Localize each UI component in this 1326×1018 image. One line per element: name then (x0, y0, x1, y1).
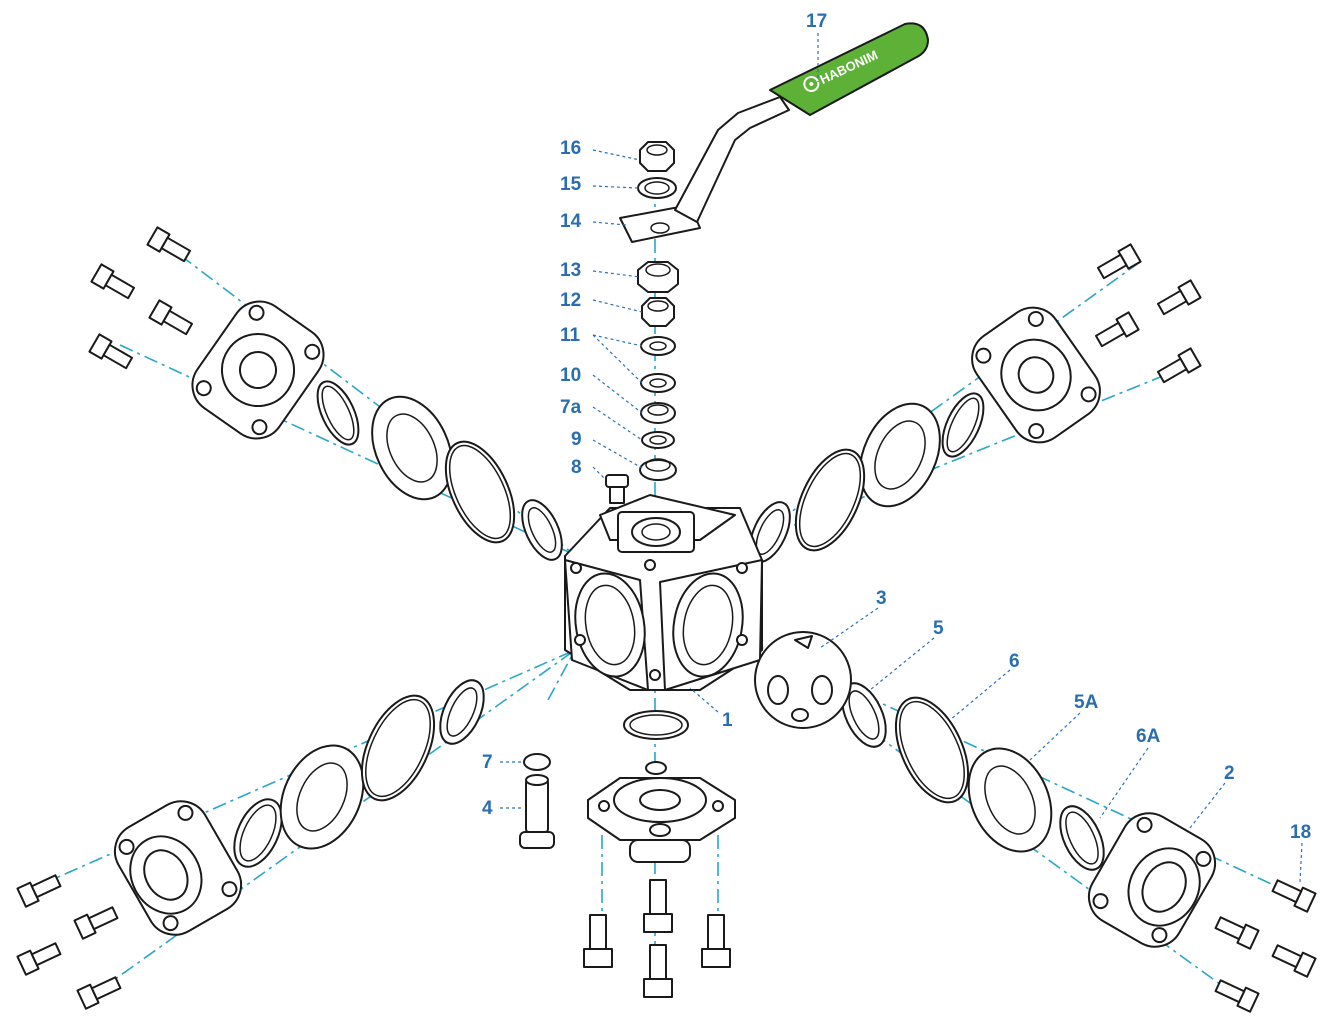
handle-part-14-17: HABONIM (619, 22, 929, 243)
callout-5a: 5A (1074, 692, 1099, 713)
lock-washer-part-15 (637, 177, 677, 199)
bolts-lower-left (16, 874, 122, 1010)
callout-14: 14 (560, 211, 582, 232)
callout-labels: 17 16 15 14 13 12 11 10 7a 9 8 3 5 6 5A … (482, 11, 1311, 843)
bolts-upper-right (1094, 243, 1202, 384)
callout-18: 18 (1290, 822, 1311, 843)
leader-lines (500, 33, 1303, 883)
callout-13: 13 (560, 260, 581, 281)
end-connector-lower-right (1087, 812, 1217, 948)
callout-2: 2 (1224, 763, 1235, 784)
callout-17: 17 (806, 11, 827, 32)
callout-10: 10 (560, 365, 581, 386)
valve-body-cube (564, 494, 763, 691)
callout-6a: 6A (1136, 726, 1161, 747)
callout-8: 8 (571, 457, 582, 478)
seals-upper-left (316, 380, 563, 561)
callout-11: 11 (560, 325, 581, 346)
callout-3: 3 (876, 588, 887, 609)
end-connector-upper-left (191, 300, 325, 440)
bolts-lower-right (1214, 879, 1317, 1013)
bottom-seal (623, 710, 689, 775)
callout-15: 15 (560, 174, 582, 195)
callout-7a: 7a (560, 397, 582, 418)
stem-stack (637, 261, 679, 481)
callout-7: 7 (482, 752, 493, 773)
ball-part-3 (754, 631, 852, 729)
callout-4: 4 (482, 798, 493, 819)
nut-part-16 (639, 141, 675, 172)
seals-upper-right (749, 392, 985, 563)
handle-grip (769, 22, 929, 116)
callout-9: 9 (571, 429, 582, 450)
end-connector-lower-left (113, 800, 243, 936)
seals-lower-right (841, 682, 1105, 871)
vent-plug-part-8 (605, 474, 629, 504)
callout-5: 5 (933, 618, 944, 639)
callout-16: 16 (560, 138, 581, 159)
seals-lower-left (233, 679, 485, 868)
callout-6: 6 (1009, 651, 1020, 672)
stem-part-4 (519, 753, 555, 849)
callout-1: 1 (722, 710, 733, 731)
end-connector-upper-right (971, 306, 1101, 444)
bolts-upper-left (88, 226, 194, 370)
callout-12: 12 (560, 290, 581, 311)
bottom-connector (587, 777, 736, 863)
bottom-bolts (583, 879, 731, 998)
